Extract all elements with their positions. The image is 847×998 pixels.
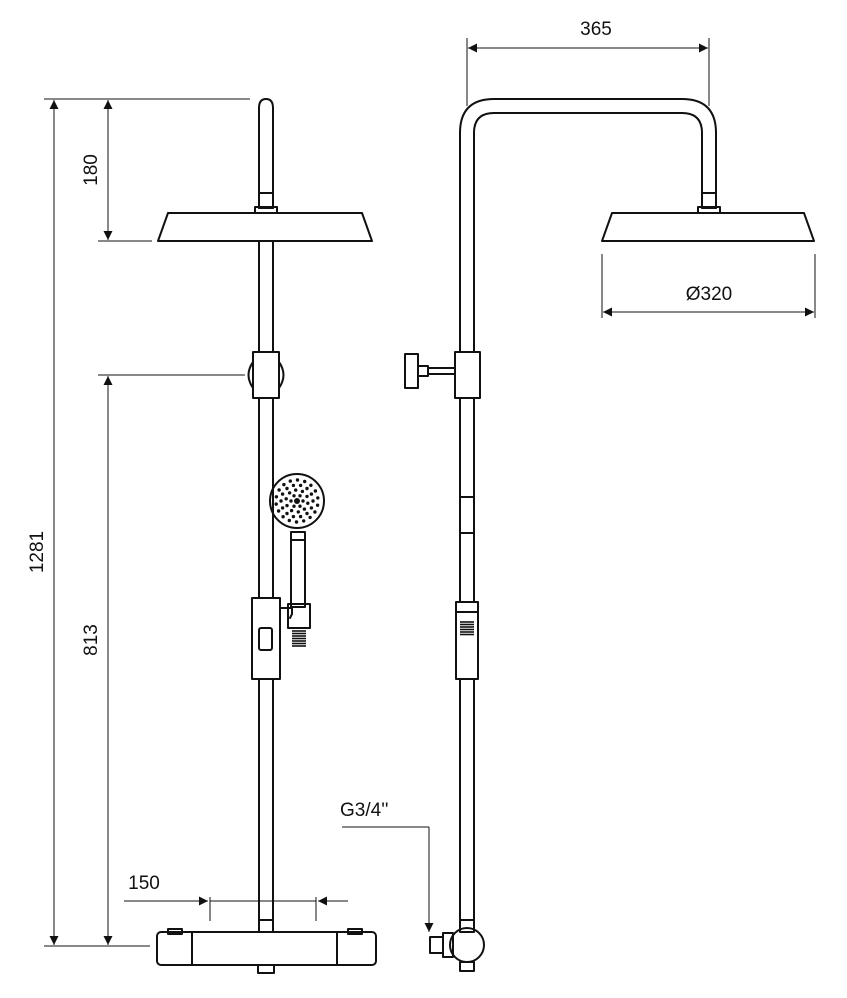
dim-label-arm-reach: 365 (580, 19, 612, 40)
dimension-head-diameter: Ø320 (601, 254, 816, 318)
side-view (404, 98, 815, 972)
nozzle-dot (300, 489, 305, 494)
nozzle-dot (285, 486, 289, 491)
nozzle-dot (294, 520, 299, 524)
nozzle-dot (302, 519, 306, 523)
nozzle-dot (282, 482, 286, 487)
shower-arm-side (459, 98, 717, 353)
nozzle-dot (274, 502, 278, 506)
nozzle-dot (296, 510, 300, 514)
nozzle-dot (287, 491, 292, 495)
dimension-connection: G3/4'' (340, 800, 434, 932)
nozzle-dot (292, 494, 296, 498)
nozzle-dot (313, 510, 317, 514)
nozzle-dot (280, 506, 285, 510)
front-view (156, 98, 377, 974)
dim-label-total-height: 1281 (27, 531, 48, 573)
dimension-arm-reach: 365 (466, 19, 710, 106)
nozzle-dot (284, 497, 288, 501)
hand-shower-nozzles (274, 478, 320, 524)
main-pipe-side (459, 397, 475, 933)
dim-label-bar-spacing: 150 (128, 873, 160, 894)
nozzle-dot (289, 508, 294, 513)
thermostatic-mixer-side (429, 927, 485, 972)
dim-label-head-to-arm: 180 (81, 154, 102, 186)
nozzle-dot (277, 488, 281, 492)
hose-connector-front (292, 630, 306, 647)
riser-pipe-top (258, 98, 274, 209)
nozzle-dot (298, 514, 303, 519)
nozzle-dot (298, 483, 303, 488)
dim-label-head-diameter: Ø320 (686, 284, 732, 305)
nozzle-dot (291, 514, 296, 519)
nozzle-dot (311, 499, 315, 503)
wall-bracket-side (404, 351, 481, 399)
nozzle-dot (281, 515, 285, 519)
hand-shower-holder (251, 597, 311, 680)
hand-shower (269, 473, 325, 608)
nozzle-dot (305, 511, 309, 516)
nozzle-dot (308, 515, 312, 520)
dimension-head-to-arm: 180 (81, 100, 152, 242)
nozzle-dot (315, 503, 320, 507)
nozzle-dot (305, 494, 309, 499)
slide-coupling-front (247, 351, 285, 399)
dim-label-connection: G3/4'' (340, 800, 388, 821)
nozzle-dot (291, 483, 296, 488)
nozzle-dot (276, 509, 281, 513)
nozzle-dot (298, 494, 302, 498)
nozzle-dot (279, 499, 283, 503)
dimension-total-height: 1281 (27, 98, 250, 947)
nozzle-dot (285, 503, 289, 508)
nozzle-dot (306, 501, 310, 505)
nozzle-dot (301, 499, 305, 503)
nozzle-dot (309, 506, 314, 510)
nozzle-dot (313, 489, 318, 493)
nozzle-dot (274, 495, 279, 499)
hand-shower-holder-side (455, 601, 479, 680)
thermostatic-mixer-front (156, 928, 377, 974)
nozzle-dot (285, 511, 289, 516)
nozzle-dot (309, 483, 313, 487)
nozzle-dot (294, 498, 300, 504)
nozzle-dot (309, 492, 314, 496)
nozzle-dot (303, 479, 307, 484)
nozzle-dot (298, 504, 302, 508)
hose-connector-side (460, 621, 474, 636)
nozzle-dot (294, 488, 298, 492)
nozzle-dot (316, 496, 320, 500)
nozzle-dot (280, 492, 285, 496)
overhead-shower-head-front (157, 206, 373, 242)
dim-label-bar-height: 813 (81, 624, 102, 656)
nozzle-dot (289, 499, 293, 503)
nozzle-dot (305, 486, 309, 491)
nozzle-dot (292, 504, 296, 508)
dimension-bar-spacing: 150 (124, 873, 348, 921)
dimension-bar-height: 813 (81, 374, 245, 945)
main-pipe-front (258, 240, 274, 933)
nozzle-dot (295, 478, 300, 482)
nozzle-dot (288, 479, 292, 483)
overhead-shower-head-side (601, 206, 815, 242)
nozzle-dot (287, 518, 291, 523)
nozzle-dot (302, 507, 307, 511)
